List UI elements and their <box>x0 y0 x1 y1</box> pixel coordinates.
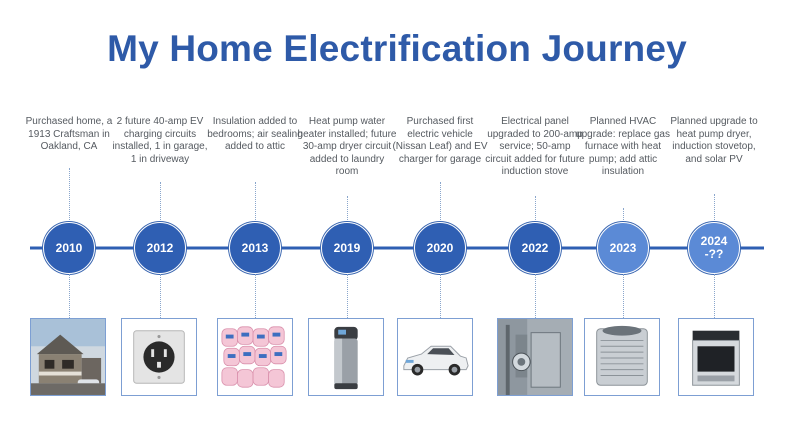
connector-down <box>535 274 536 318</box>
milestone-2010: Purchased home, a 1913 Craftsman in Oakl… <box>19 0 119 437</box>
milestone-2024: Planned upgrade to heat pump dryer, indu… <box>664 0 764 437</box>
milestone-description: Insulation added to bedrooms; air sealin… <box>207 116 303 153</box>
heat-pump-photo-icon <box>584 318 660 396</box>
year-node[interactable]: 2023 <box>597 222 649 274</box>
year-node[interactable]: 2010 <box>43 222 95 274</box>
connector-up <box>160 182 161 222</box>
connector-down <box>347 274 348 318</box>
year-node[interactable]: 2013 <box>229 222 281 274</box>
connector-up <box>69 168 70 222</box>
connector-down <box>623 274 624 318</box>
milestone-2019: Heat pump water heater installed; future… <box>297 0 397 437</box>
connector-down <box>255 274 256 318</box>
milestone-description: 2 future 40-amp EV charging circuits ins… <box>112 116 208 165</box>
stove-photo-icon <box>678 318 754 396</box>
year-node[interactable]: 2022 <box>509 222 561 274</box>
milestone-description: Electrical panel upgraded to 200-amp ser… <box>485 116 585 178</box>
year-node[interactable]: 2019 <box>321 222 373 274</box>
connector-up <box>535 196 536 222</box>
year-node[interactable]: 2012 <box>134 222 186 274</box>
water-heater-photo-icon <box>308 318 384 396</box>
connector-up <box>714 194 715 222</box>
year-node[interactable]: 2020 <box>414 222 466 274</box>
connector-down <box>69 274 70 318</box>
connector-up <box>440 182 441 222</box>
connector-down <box>714 274 715 318</box>
milestone-2012: 2 future 40-amp EV charging circuits ins… <box>110 0 210 437</box>
connector-up <box>347 196 348 222</box>
connector-down <box>440 274 441 318</box>
car-photo-icon <box>397 318 473 396</box>
milestone-description: Purchased first electric vehicle (Nissan… <box>392 116 488 165</box>
milestone-2020: Purchased first electric vehicle (Nissan… <box>390 0 490 437</box>
connector-up <box>255 182 256 222</box>
house-photo-icon <box>30 318 106 396</box>
milestone-2022: Electrical panel upgraded to 200-amp ser… <box>485 0 585 437</box>
milestone-description: Planned upgrade to heat pump dryer, indu… <box>670 116 758 165</box>
insulation-photo-icon <box>217 318 293 396</box>
outlet-photo-icon <box>121 318 197 396</box>
year-node[interactable]: 2024 -?? <box>688 222 740 274</box>
milestone-description: Heat pump water heater installed; future… <box>297 116 397 178</box>
electric-panel-photo-icon <box>497 318 573 396</box>
milestone-description: Purchased home, a 1913 Craftsman in Oakl… <box>25 116 113 153</box>
connector-down <box>160 274 161 318</box>
milestone-2023: Planned HVAC upgrade: replace gas furnac… <box>573 0 673 437</box>
connector-up <box>623 208 624 222</box>
page-title: My Home Electrification Journey <box>107 28 687 69</box>
milestone-description: Planned HVAC upgrade: replace gas furnac… <box>576 116 670 178</box>
milestone-2013: Insulation added to bedrooms; air sealin… <box>205 0 305 437</box>
